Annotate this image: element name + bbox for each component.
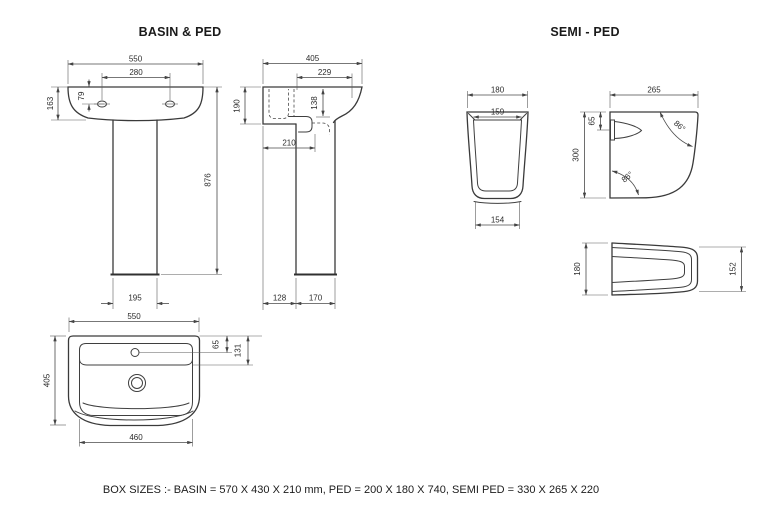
- dim-876-overall-height: 876: [161, 86, 222, 275]
- hanging-bracket-fin: [614, 121, 643, 139]
- basin-ped-title: BASIN & PED: [138, 25, 222, 39]
- dim-label-bracket-offset: 65: [588, 116, 597, 125]
- semiped-plan-outline: [611, 242, 699, 296]
- dim-159-inner-width: 159: [473, 108, 522, 119]
- dim-79-hole-inset: 79: [77, 79, 104, 112]
- dim-label-side-depth: 405: [306, 54, 320, 63]
- dim-label-rim-height: 190: [233, 99, 242, 113]
- semiped-plan-view: 180 152: [573, 242, 746, 296]
- box-sizes-note: BOX SIZES :- BASIN = 570 X 430 X 210 mm,…: [102, 484, 600, 496]
- basin-side-outline: [262, 86, 363, 125]
- dim-label-ped-base-width: 195: [128, 294, 142, 303]
- waste-step: [288, 116, 313, 133]
- basin-outline: [67, 86, 204, 122]
- dim-label-semiped-depth: 265: [647, 86, 661, 95]
- tap-hole: [130, 348, 140, 357]
- dim-label-overall-height: 876: [204, 173, 213, 187]
- dim-180-plan-height: 180: [573, 242, 608, 296]
- dim-128-wall-gap: 128: [262, 278, 297, 309]
- dim-163-basin-height: 163: [46, 86, 86, 121]
- basin-rim: [79, 343, 193, 416]
- dim-460-inner-width: 460: [79, 419, 193, 447]
- waste-hole-outer: [128, 374, 146, 392]
- dim-65-tap-offset: 65: [139, 335, 232, 353]
- dim-label-semiped-inner-width: 159: [491, 108, 505, 117]
- hidden-trap: [312, 122, 330, 135]
- waste-hole-inner: [131, 377, 143, 389]
- dim-229-inner-depth: 229: [296, 68, 353, 98]
- dim-label-semiped-bottom-width: 154: [491, 216, 505, 225]
- basin-side-view: 405 229 190 138: [233, 54, 363, 310]
- dim-label-semiped-height: 300: [572, 148, 581, 162]
- dim-280-tap-spacing: 280: [101, 68, 171, 100]
- semiped-front-view: 180 159 154: [466, 86, 529, 229]
- basin-front-view: 550 280 79 163: [46, 55, 222, 309]
- dim-180-top-width: 180: [467, 86, 528, 108]
- dim-190-rim-height: 190: [233, 86, 261, 125]
- angle-label-top: 86°: [672, 119, 687, 134]
- dim-170-ped-base-depth: 170: [295, 278, 336, 309]
- dim-label-plan-width: 550: [127, 312, 141, 321]
- dim-210-outlet-offset: 210: [262, 126, 316, 310]
- dim-label-tap-spacing: 280: [129, 68, 143, 77]
- semiped-side-outline: [609, 111, 699, 199]
- dim-label-semiped-top-width: 180: [491, 86, 505, 95]
- semiped-front-inner: [473, 119, 523, 192]
- basin-plan-view: 550 405 65 131: [43, 312, 262, 447]
- dim-405-depth: 405: [262, 54, 363, 84]
- dim-65-bracket-offset: 65: [588, 111, 611, 131]
- dim-label-hole-inset: 79: [77, 91, 86, 100]
- dim-138-bowl-depth: 138: [310, 88, 330, 118]
- dim-label-wall-gap: 128: [273, 294, 287, 303]
- dim-label-inner-depth: 229: [318, 68, 332, 77]
- dim-label-front-width: 550: [129, 55, 143, 64]
- dim-550-width: 550: [67, 55, 204, 84]
- dim-154-bottom-width: 154: [475, 202, 520, 229]
- semiped-plan-cavity: [611, 256, 685, 283]
- hanging-bracket-bar: [610, 119, 615, 141]
- dim-label-end-height: 152: [729, 262, 738, 276]
- dim-label-basin-height: 163: [46, 96, 55, 110]
- semiped-front-outline: [466, 111, 529, 200]
- ledge-line: [79, 358, 193, 366]
- semi-ped-title: SEMI - PED: [550, 25, 620, 39]
- angle-86-top: 86°: [659, 111, 693, 147]
- dim-label-tap-offset: 65: [212, 340, 221, 349]
- dim-label-ped-base-depth: 170: [309, 294, 323, 303]
- dim-label-outlet-offset: 210: [282, 139, 296, 148]
- dim-405-plan-depth: 405: [43, 335, 66, 426]
- dim-152-end-height: 152: [699, 246, 746, 292]
- dim-265-depth: 265: [609, 86, 699, 108]
- dim-label-plan-depth: 405: [43, 373, 52, 387]
- dim-131-ledge-offset: 131: [192, 335, 262, 366]
- dim-550-plan-width: 550: [68, 312, 200, 332]
- basin-plan-outline: [67, 335, 201, 427]
- semiped-side-view: 265 300 65 86° 86°: [572, 86, 699, 199]
- dim-label-inner-width: 460: [129, 433, 143, 442]
- dim-label-bowl-depth: 138: [310, 96, 319, 110]
- dim-label-plan-height: 180: [573, 262, 582, 276]
- dim-195-ped-base-width: 195: [101, 278, 169, 309]
- hidden-back-recess: [268, 89, 289, 119]
- angle-label-bottom: 86°: [620, 170, 635, 185]
- dim-label-ledge-offset: 131: [234, 343, 243, 357]
- angle-86-bottom: 86°: [611, 170, 639, 196]
